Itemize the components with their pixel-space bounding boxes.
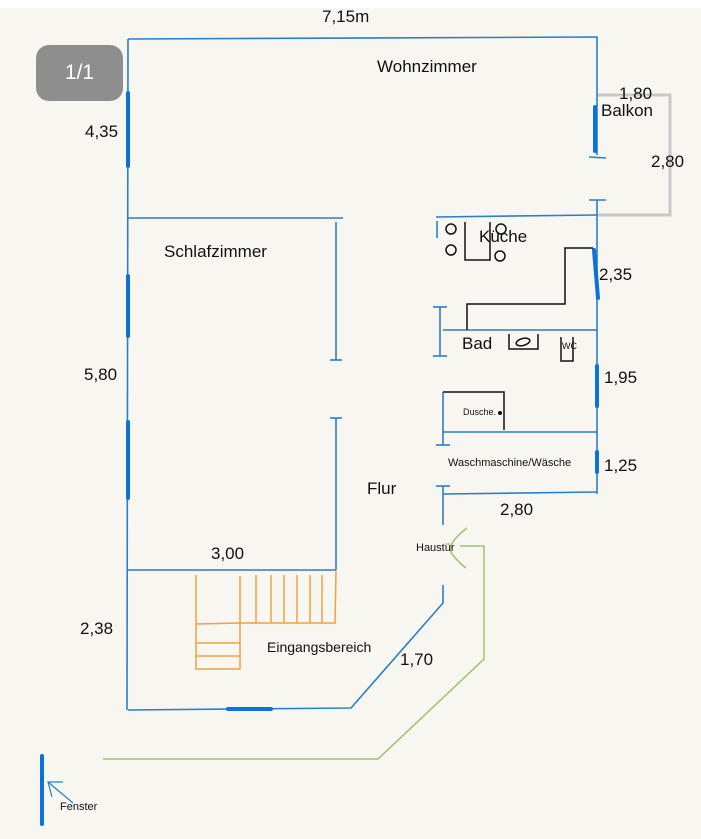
hall-wall	[442, 491, 598, 495]
walkway-path	[103, 545, 485, 760]
dim-total-width: 7,15m	[322, 7, 370, 26]
stove-burner	[445, 223, 457, 235]
dim-bedroom-width: 3,00	[211, 544, 245, 563]
sink	[508, 334, 539, 350]
counter	[464, 222, 491, 261]
stove-burner	[494, 250, 506, 262]
shower	[443, 391, 505, 430]
front-door-label: Haustür	[416, 542, 455, 554]
dim-living-height: 4,35	[85, 122, 119, 141]
furniture	[443, 222, 593, 430]
dim-entrance-height: 2,38	[80, 619, 114, 638]
wc	[560, 337, 574, 362]
walls	[126, 36, 607, 711]
kitchen-counter-line	[466, 247, 593, 330]
room-wc: WC	[562, 341, 577, 351]
arrow-icon	[47, 781, 74, 804]
dim-entrance-diagonal: 1,70	[400, 650, 434, 669]
room-kitchen: Küche	[479, 227, 528, 246]
dim-kitchen: 2,35	[599, 265, 633, 284]
dim-hall-width: 2,80	[500, 500, 534, 519]
room-shower: Dusche.	[463, 407, 497, 417]
balcony-door-tick-top	[588, 156, 607, 159]
room-living: Wohnzimmer	[377, 57, 477, 76]
top-strip	[0, 0, 701, 8]
door-swing-icon	[449, 527, 468, 569]
windows	[40, 91, 600, 826]
stove-burner	[495, 223, 507, 235]
room-entrance: Eingangsbereich	[267, 639, 372, 655]
room-balcony: Balkon	[601, 101, 653, 120]
stove-burner	[445, 244, 457, 256]
page-badge[interactable]: 1/1	[36, 45, 123, 101]
kitchen-top-wall	[435, 214, 598, 218]
dim-balcony-depth: 2,80	[651, 152, 685, 171]
stairs	[195, 570, 337, 670]
dim-bedroom-height: 5,80	[84, 365, 118, 384]
balcony-outline	[597, 93, 672, 217]
outer-wall-top	[127, 36, 598, 155]
dim-balcony-width: 1,80	[619, 84, 653, 103]
window-label: Fenster	[60, 801, 98, 813]
dim-bath: 1,95	[604, 368, 638, 387]
window	[592, 248, 600, 300]
room-bedroom: Schlafzimmer	[164, 242, 267, 261]
room-laundry: Waschmaschine/Wäsche	[448, 457, 572, 469]
room-hall: Flur	[367, 479, 397, 498]
dim-laundry: 1,25	[604, 456, 638, 475]
room-bath: Bad	[462, 334, 493, 353]
